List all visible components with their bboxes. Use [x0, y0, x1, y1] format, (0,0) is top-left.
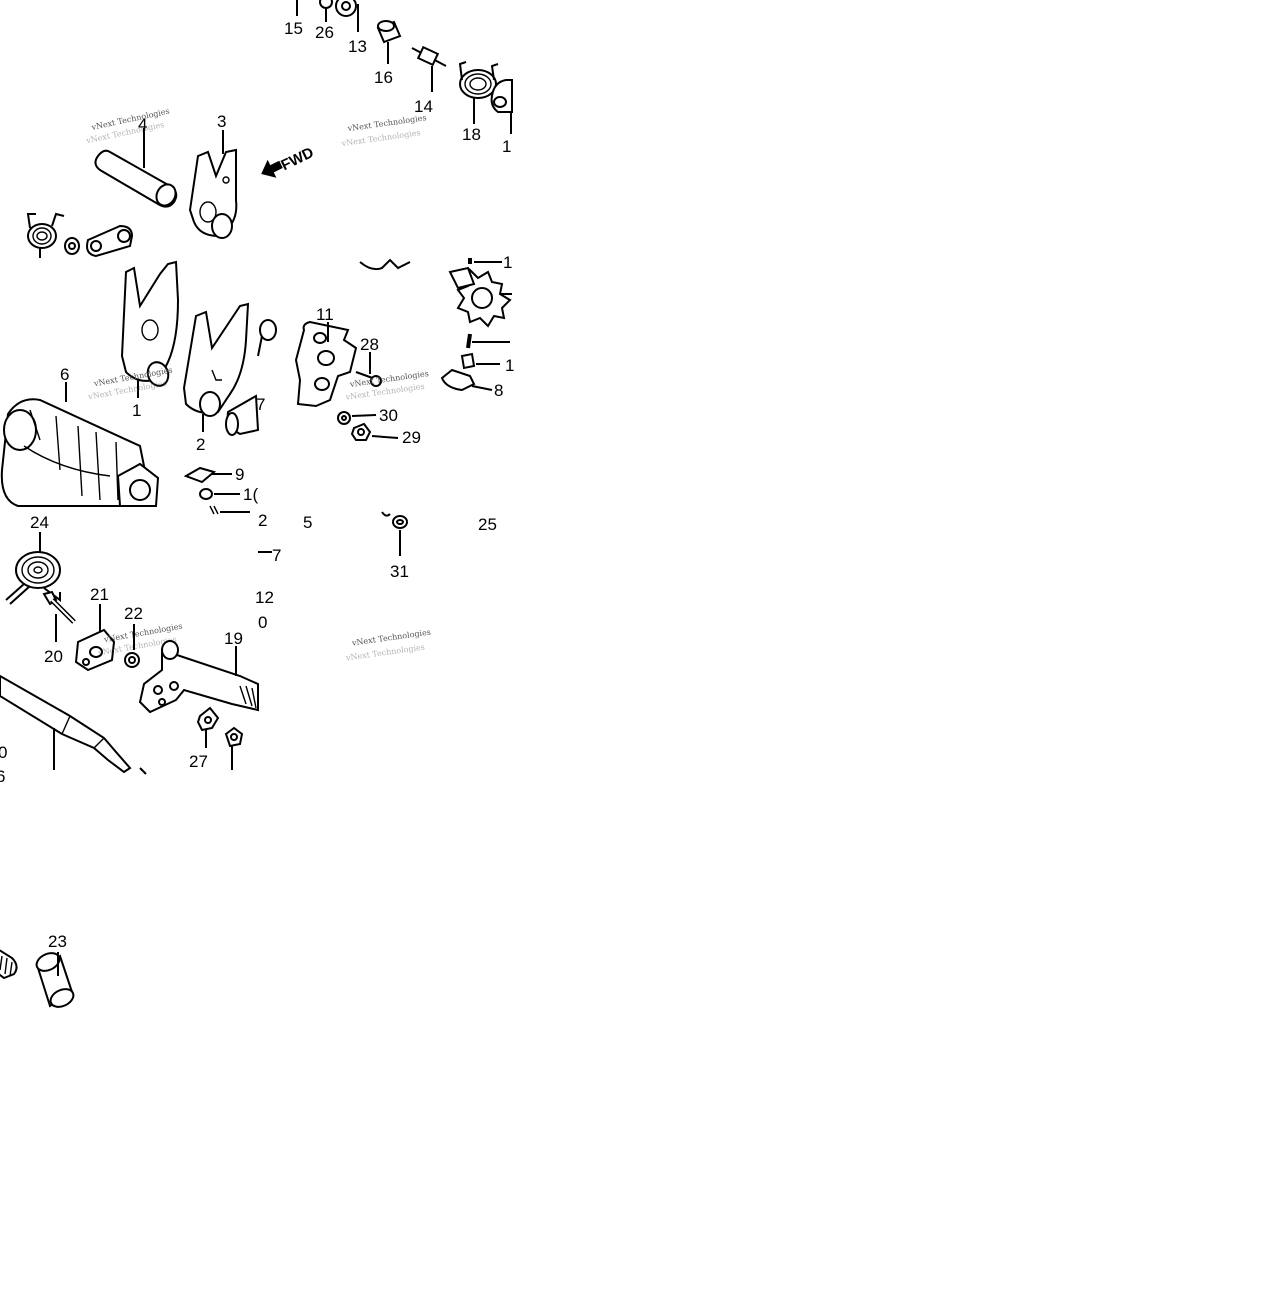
part-26-washer — [319, 0, 333, 22]
callout-28: 28 — [360, 335, 379, 354]
part-10-fragment — [199, 488, 250, 515]
fwd-label: FWD — [278, 144, 316, 174]
part-9-pin — [183, 466, 232, 484]
part-22-collar — [124, 624, 140, 668]
star-gear — [448, 266, 512, 328]
callout-12-fragment: 12 — [255, 588, 274, 607]
part-30-washer — [337, 411, 377, 425]
pin-right — [466, 333, 510, 349]
part-27-stopper — [196, 706, 220, 748]
gearshift-spindle — [0, 674, 147, 775]
watermark-1: vNext Technologies vNext Technologies — [84, 107, 170, 146]
callout-4: 4 — [138, 115, 147, 134]
part-1-shift-fork — [120, 260, 180, 398]
part-8-stopper — [440, 368, 493, 392]
part-11-plate — [294, 320, 358, 408]
washer-left-upper — [64, 237, 80, 255]
callout-0-fragment-b: 0 — [0, 743, 7, 762]
callout-19: 19 — [224, 629, 243, 648]
callout-11: 11 — [316, 305, 334, 324]
callout-8: 8 — [494, 381, 503, 400]
callout-22: 22 — [124, 604, 143, 623]
callout-0-fragment: 0 — [258, 613, 267, 632]
part-18-spring — [458, 61, 499, 124]
spline-fragment — [0, 949, 18, 980]
callout-1-fragment-a: 1 — [503, 253, 512, 272]
callout-7-fragment: 7 — [272, 546, 281, 565]
callout-23: 23 — [48, 932, 67, 951]
callout-5-fragment: 5 — [303, 513, 312, 532]
callout-2-fragment: 2 — [258, 511, 267, 530]
callout-27: 27 — [189, 752, 208, 771]
callout-3: 3 — [217, 112, 226, 131]
callout-31: 31 — [390, 562, 409, 581]
callout-25: 25 — [478, 515, 497, 534]
callout-9: 9 — [235, 465, 244, 484]
part-28-bolt — [355, 352, 382, 387]
callout-26: 26 — [315, 23, 334, 42]
part-2-shift-fork — [182, 302, 250, 432]
part-19-gearshift-arm — [138, 640, 259, 714]
nut-lower — [224, 726, 244, 770]
part-6-shift-drum — [0, 382, 160, 507]
callout-2: 2 — [196, 435, 205, 454]
part-17-plate — [490, 79, 513, 134]
callout-20: 20 — [44, 647, 63, 666]
small-pin-top-right — [468, 258, 502, 264]
part-14-pin — [411, 45, 447, 92]
spring-left-upper — [26, 212, 65, 258]
part-3-shift-fork — [188, 130, 238, 239]
callout-15: 15 — [284, 19, 303, 38]
part-20-bolt — [42, 590, 76, 642]
part-24-spring — [5, 532, 61, 605]
callout-14: 14 — [414, 97, 433, 116]
callout-17-fragment: 1 — [502, 137, 511, 156]
part-13-collar — [335, 0, 359, 32]
plunger-right — [460, 352, 500, 370]
part-7-shaft-fragment — [225, 319, 277, 436]
callout-16: 16 — [374, 68, 393, 87]
part-4-shift-fork-shaft — [94, 128, 178, 208]
watermark-4: vNext Technologies vNext Technologies — [344, 369, 429, 402]
callout-7: 7 — [256, 395, 265, 414]
part-23-bushing — [35, 952, 75, 1008]
arm-left-upper — [86, 224, 134, 258]
fwd-direction-arrow: FWD — [261, 144, 317, 178]
part-31-clip — [381, 511, 408, 556]
callout-13: 13 — [348, 37, 367, 56]
callout-24: 24 — [30, 513, 49, 532]
callout-21: 21 — [90, 585, 109, 604]
callout-29: 29 — [402, 428, 421, 447]
part-21-plate — [74, 604, 116, 672]
callout-10-fragment: 1( — [243, 485, 258, 504]
callout-1: 1 — [132, 401, 141, 420]
part-16-bushing — [376, 20, 402, 64]
part-29-nut — [350, 422, 399, 441]
cover-fragment — [359, 258, 411, 271]
callout-6-fragment: 6 — [0, 767, 5, 786]
watermark-2: vNext Technologies vNext Technologies — [340, 113, 427, 148]
watermark-6: vNext Technologies vNext Technologies — [344, 628, 431, 663]
callout-1-fragment-b: 1 — [505, 356, 514, 375]
callout-6: 6 — [60, 365, 69, 384]
callout-30: 30 — [379, 406, 398, 425]
callout-18: 18 — [462, 125, 481, 144]
